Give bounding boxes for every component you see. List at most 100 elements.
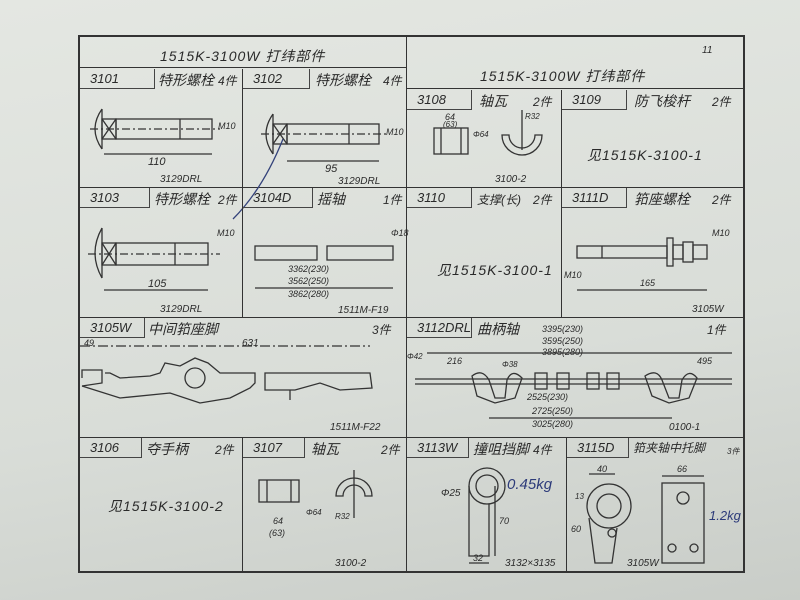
dimension: 3395(230) bbox=[542, 324, 584, 334]
part-reference: 3100-2 bbox=[495, 174, 527, 185]
part-qty: 4件 bbox=[218, 74, 237, 88]
part-cell-3106: 3106 夺手柄 2件 见1515K-3100-2 bbox=[80, 438, 243, 573]
dimension: R32 bbox=[335, 512, 350, 521]
dimension: 66 bbox=[677, 464, 688, 474]
part-cell-3103: 3103 特形螺栓 2件 105 M10 3129DRL bbox=[80, 188, 243, 318]
part-qty: 4件 bbox=[383, 74, 402, 88]
bolt-drawing bbox=[90, 108, 220, 155]
part-cell-3108: 3108 轴瓦 2件 64 (63) Φ64 R32 3100-2 bbox=[407, 90, 562, 188]
dimension: 3562(250) bbox=[288, 276, 330, 286]
dimension: 70 bbox=[499, 516, 510, 526]
part-number: 3115D bbox=[567, 438, 629, 458]
dimension: 2725(250) bbox=[532, 406, 574, 416]
dimension: 13 bbox=[575, 492, 584, 501]
bolt-drawing bbox=[232, 113, 388, 220]
part-number: 3109 bbox=[562, 90, 627, 110]
part-qty: 4件 bbox=[533, 443, 552, 457]
dimension: Φ64 bbox=[473, 130, 489, 139]
bolt-drawing bbox=[576, 237, 708, 291]
part-number: 3108 bbox=[407, 90, 472, 110]
see-reference: 见1515K-3100-2 bbox=[108, 498, 224, 514]
part-reference: 3129DRL bbox=[160, 304, 203, 315]
stop-foot-drawing bbox=[468, 467, 506, 564]
bracket-drawing bbox=[586, 473, 705, 564]
crankshaft-drawing bbox=[415, 352, 732, 419]
part-cell-3113W: 3113W 撞咀挡脚 4件 Φ25 32 70 0.45kg 3132×3135 bbox=[407, 438, 567, 573]
part-number: 3103 bbox=[80, 188, 150, 208]
dimension: Φ18 bbox=[391, 228, 409, 238]
dimension: 3025(280) bbox=[532, 419, 574, 429]
see-reference: 见1515K-3100-1 bbox=[437, 262, 553, 278]
dimension: 3362(230) bbox=[288, 264, 330, 274]
page-number: 11 bbox=[702, 45, 713, 56]
part-name: 曲柄轴 bbox=[477, 321, 519, 337]
part-name: 中间筘座脚 bbox=[148, 321, 218, 337]
dimension-length: 95 bbox=[325, 163, 338, 175]
part-number: 3112DRL bbox=[407, 318, 472, 338]
part-name: 筘夹轴中托脚 bbox=[633, 441, 706, 455]
part-number: 3107 bbox=[243, 438, 305, 458]
dimension: 64 bbox=[445, 112, 456, 122]
part-qty: 1件 bbox=[707, 323, 726, 337]
dimension: 60 bbox=[571, 524, 582, 534]
part-name: 夺手柄 bbox=[146, 441, 188, 457]
part-reference: 3105W bbox=[692, 304, 724, 315]
part-cell-3105W: 3105W 中间筘座脚 3件 49 631 1511M-F22 bbox=[80, 318, 407, 438]
dimension: 40 bbox=[597, 464, 608, 474]
part-qty: 3件 bbox=[727, 447, 740, 456]
dimension: Φ38 bbox=[502, 360, 518, 369]
left-section-title: 1515K-3100W 打纬部件 bbox=[160, 48, 326, 64]
dimension-thread: M10 bbox=[386, 127, 404, 137]
drawing-sheet: 1515K-3100W 打纬部件 1515K-3100W 打纬部件 11 310… bbox=[78, 35, 745, 573]
part-cell-3102: 3102 特形螺栓 4件 95 M10 3129DRL bbox=[232, 69, 407, 220]
part-cell-3111D: 3111D 筘座螺栓 2件 165 M10 M10 3105W bbox=[562, 188, 745, 318]
part-qty: 2件 bbox=[712, 95, 731, 109]
dimension: 3895(280) bbox=[542, 347, 584, 357]
dimension-thread: M10 bbox=[218, 121, 236, 131]
dimension-thread: M10 bbox=[564, 270, 582, 280]
part-cell-3104D: 3104D 摇轴 1件 3362(230) 3562(250) 3862(280… bbox=[243, 188, 409, 318]
part-number: 3102 bbox=[243, 69, 310, 89]
part-qty: 2件 bbox=[533, 193, 552, 207]
dimension: 3595(250) bbox=[542, 336, 584, 346]
part-reference: 3100-2 bbox=[335, 558, 367, 569]
part-qty: 2件 bbox=[218, 193, 237, 207]
part-cell-3115D: 3115D 筘夹轴中托脚 3件 40 66 60 13 1.2kg 3105W bbox=[567, 438, 745, 573]
dimension: 216 bbox=[447, 356, 463, 366]
part-number: 3110 bbox=[407, 188, 472, 208]
bearing-shell-drawing bbox=[258, 470, 373, 518]
part-number: 3113W bbox=[407, 438, 469, 458]
part-reference: 3129DRL bbox=[160, 174, 203, 185]
dimension: 3862(280) bbox=[288, 289, 330, 299]
divider bbox=[80, 67, 407, 68]
dimension-thread: M10 bbox=[712, 228, 730, 238]
dimension-thread: M10 bbox=[217, 228, 235, 238]
dimension-length: 165 bbox=[640, 278, 656, 288]
part-number: 3105W bbox=[80, 318, 145, 338]
part-reference: 3129DRL bbox=[338, 176, 381, 187]
part-number: 3111D bbox=[562, 188, 627, 208]
dimension: 49 bbox=[84, 338, 95, 348]
part-name: 支撑(长) bbox=[477, 193, 521, 207]
part-reference: 3105W bbox=[627, 558, 659, 569]
part-cell-3110: 3110 支撑(长) 2件 见1515K-3100-1 bbox=[407, 188, 562, 318]
dimension-length: 105 bbox=[148, 278, 167, 290]
part-number: 3106 bbox=[80, 438, 142, 458]
dimension: 631 bbox=[242, 338, 259, 349]
part-name: 轴瓦 bbox=[479, 93, 507, 109]
part-reference: 1511M-F19 bbox=[338, 305, 389, 316]
part-qty: 2件 bbox=[712, 193, 731, 207]
dimension: 32 bbox=[473, 553, 484, 563]
dimension: R32 bbox=[525, 112, 540, 121]
bolt-drawing bbox=[88, 227, 220, 291]
part-qty: 2件 bbox=[533, 95, 552, 109]
right-section-title: 1515K-3100W 打纬部件 bbox=[480, 68, 646, 84]
part-qty: 1件 bbox=[383, 193, 402, 207]
part-name: 特形螺栓 bbox=[158, 72, 214, 88]
frame-foot-drawing bbox=[80, 345, 373, 404]
part-qty: 2件 bbox=[215, 443, 234, 457]
dimension: 64 bbox=[273, 516, 284, 526]
bearing-shell-drawing bbox=[433, 110, 543, 156]
weight-note: 1.2kg bbox=[709, 508, 741, 523]
see-reference: 见1515K-3100-1 bbox=[587, 147, 703, 163]
